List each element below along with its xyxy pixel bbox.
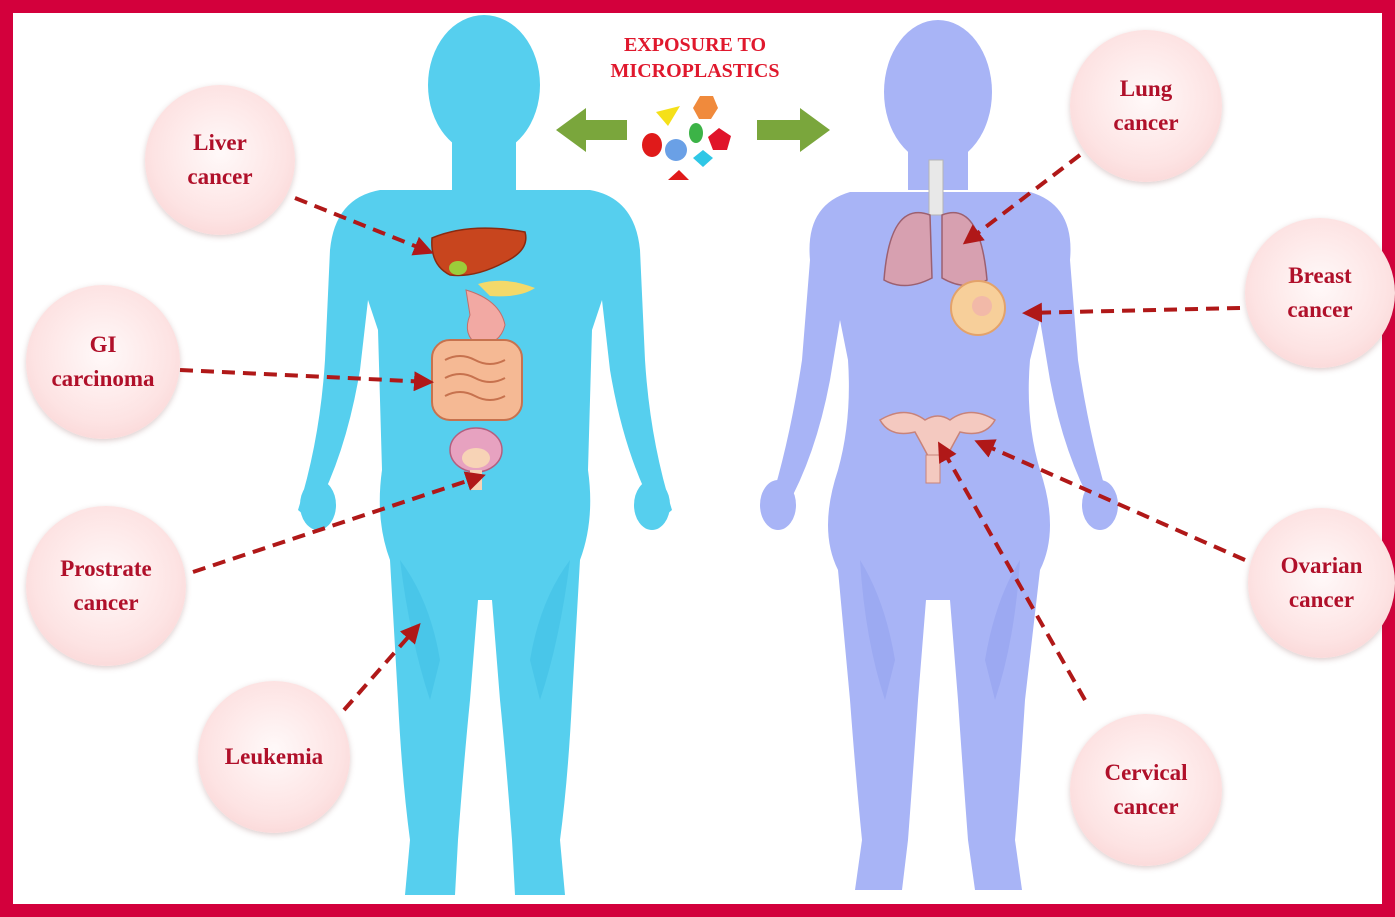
cervical-cancer-circle: Cervical cancer bbox=[1070, 714, 1222, 866]
prostate-cancer-label: Prostrate cancer bbox=[60, 552, 152, 620]
lung-cancer-label: Lung cancer bbox=[1113, 72, 1178, 140]
prostate-cancer-circle: Prostrate cancer bbox=[26, 506, 186, 666]
leukemia-circle: Leukemia bbox=[198, 681, 350, 833]
leukemia-label: Leukemia bbox=[225, 740, 323, 774]
liver-cancer-circle: Liver cancer bbox=[145, 85, 295, 235]
gi-carcinoma-label: GI carcinoma bbox=[51, 328, 154, 396]
ovarian-cancer-label: Ovarian cancer bbox=[1281, 549, 1363, 617]
breast-cancer-label: Breast cancer bbox=[1287, 259, 1352, 327]
exposure-label: EXPOSURE TO MICROPLASTICS bbox=[540, 32, 850, 84]
liver-cancer-label: Liver cancer bbox=[187, 126, 252, 194]
intestines-organ bbox=[432, 340, 522, 420]
gi-carcinoma-circle: GI carcinoma bbox=[26, 285, 180, 439]
left-direction-arrow bbox=[556, 108, 627, 152]
right-direction-arrow bbox=[757, 108, 830, 152]
microplastics-icon bbox=[642, 96, 731, 180]
breast-cancer-circle: Breast cancer bbox=[1245, 218, 1395, 368]
cervical-cancer-label: Cervical cancer bbox=[1104, 756, 1187, 824]
trachea-organ bbox=[929, 160, 943, 215]
lung-cancer-circle: Lung cancer bbox=[1070, 30, 1222, 182]
ovarian-cancer-circle: Ovarian cancer bbox=[1248, 508, 1395, 658]
breast-organ bbox=[951, 281, 1005, 335]
